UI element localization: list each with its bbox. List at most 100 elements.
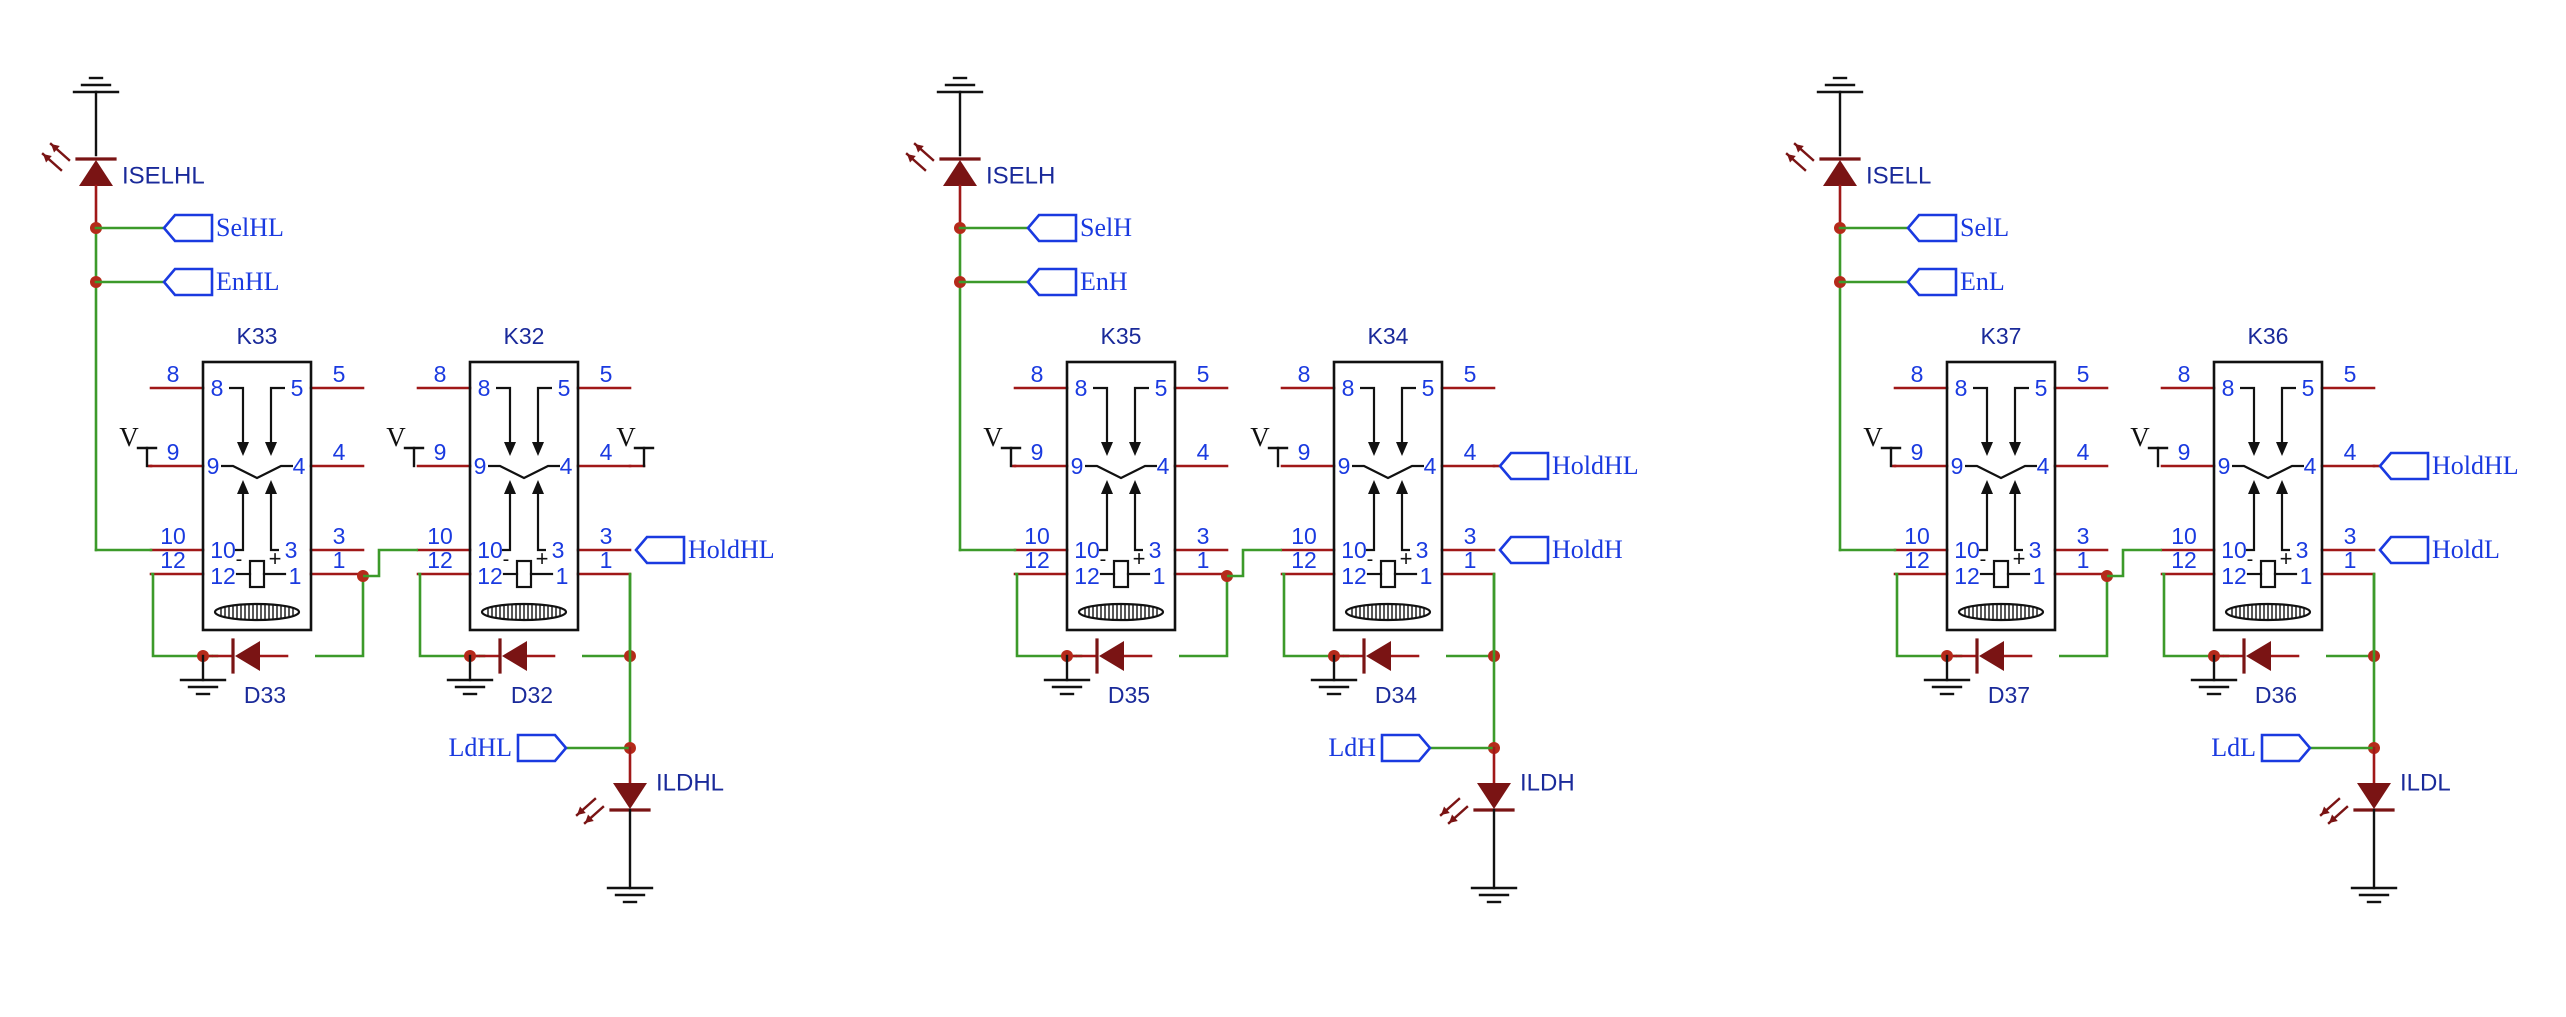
ground-icon (72, 76, 120, 157)
pin-number: 10 (427, 523, 453, 549)
relay-contact-arrow (504, 480, 516, 494)
pin-number-inner: 5 (558, 375, 571, 401)
relay-contact-arrow (265, 442, 277, 456)
coil-polarity: - (1980, 548, 1987, 570)
relay-contact-arrow (1129, 480, 1141, 494)
relay-contact (1093, 386, 1109, 452)
ground-icon (2190, 678, 2238, 696)
relay-coil (1379, 559, 1397, 589)
pin-number-inner: 8 (478, 375, 491, 401)
led-ray-head (1449, 814, 1458, 823)
coil-polarity: - (1367, 548, 1374, 570)
power-symbol-icon: V (2130, 422, 2169, 468)
ground-icon (936, 76, 984, 157)
wire (1015, 572, 1077, 658)
pin-number: 8 (1911, 361, 1924, 387)
pin-number-inner: 5 (1155, 375, 1168, 401)
pin-number: 1 (2077, 547, 2090, 573)
pin-number-inner: 8 (1955, 375, 1968, 401)
pin-number-inner: 10 (477, 537, 503, 563)
pin-number-inner: 5 (2035, 375, 2048, 401)
led-ray-head (577, 806, 586, 815)
led-ref: ISELH (986, 162, 1055, 189)
diode-loop: D35 (1015, 572, 1229, 708)
net-flag-shape (1906, 267, 1958, 297)
en-flag: EnH (1026, 267, 1128, 297)
pin-number-inner: 9 (1951, 453, 1964, 479)
pin-number-inner: 8 (1075, 375, 1088, 401)
diode-ref: D37 (1988, 682, 2030, 708)
wire (1446, 574, 1496, 658)
en-flag: EnHL (162, 267, 280, 297)
led-ref: ILDH (1520, 769, 1575, 796)
relay-coil (248, 559, 266, 589)
led-body (943, 160, 977, 186)
ground-icon (1923, 678, 1971, 696)
pin-number-inner: 12 (1074, 563, 1100, 589)
ground-icon (1816, 76, 1864, 157)
relay-contact (1366, 486, 1376, 552)
pin-number-inner: 1 (2033, 563, 2046, 589)
wire (2107, 548, 2162, 578)
power-label: V (386, 422, 406, 452)
ld-flag: LdL (2211, 733, 2312, 763)
wire (1227, 548, 1282, 578)
relay-coil (2259, 559, 2277, 589)
pin-number-inner: 1 (289, 563, 302, 589)
pin-number: 1 (1197, 547, 1210, 573)
pin-number: 1 (1464, 547, 1477, 573)
relay-contact (2280, 486, 2290, 552)
pin-number: 3 (600, 523, 613, 549)
coil-polarity: - (503, 548, 510, 570)
pin-number: 3 (1197, 523, 1210, 549)
relay-contact-arrow (504, 442, 516, 456)
diode-icon (205, 638, 289, 674)
pin-number-inner: 10 (2221, 537, 2247, 563)
net-flag-label: HoldHL (2432, 451, 2519, 480)
power-label: V (119, 422, 139, 452)
relay-contact (1360, 386, 1376, 452)
net-flag-label: SelH (1080, 213, 1132, 242)
pin-number-inner: 1 (556, 563, 569, 589)
relay-contact-arrow (2276, 480, 2288, 494)
led-ray-head (2329, 814, 2338, 823)
relay-body (2212, 360, 2324, 632)
pin-number: 12 (1904, 547, 1930, 573)
relay-ref: K36 (2248, 323, 2289, 349)
coil-polarity: + (2280, 546, 2293, 571)
diode-ref: D35 (1108, 682, 1150, 708)
diode-ref: D32 (511, 682, 553, 708)
ground-icon (1470, 886, 1518, 904)
pin-number: 9 (1298, 439, 1311, 465)
relay-ref: K34 (1368, 323, 1409, 349)
net-flag-label: SelHL (216, 213, 284, 242)
led-icon (905, 142, 981, 186)
coil-polarity: - (236, 548, 243, 570)
relay-contact (1973, 386, 1989, 452)
wire (418, 572, 480, 658)
relay-contact-arrow (532, 442, 544, 456)
diode-icon (1069, 638, 1153, 674)
coil-polarity: - (1100, 548, 1107, 570)
led-icon (2319, 783, 2395, 825)
led-ray-head (915, 144, 924, 153)
net-flag-label: HoldHL (688, 535, 775, 564)
relay-contact (1400, 386, 1416, 452)
net-flag-shape (1380, 733, 1432, 763)
net-flag-shape (1498, 451, 1550, 481)
pin-number-inner: 5 (1422, 375, 1435, 401)
relay-contact-arrow (2276, 442, 2288, 456)
pin-number-inner: 3 (1149, 537, 1162, 563)
led-ref: ISELL (1866, 162, 1931, 189)
pin-number-inner: 1 (1420, 563, 1433, 589)
diode-body (1366, 641, 1391, 671)
led-icon (41, 142, 117, 186)
pin-number: 5 (333, 361, 346, 387)
pin-number: 1 (600, 547, 613, 573)
pin-number-inner: 5 (291, 375, 304, 401)
pin-number-inner: 9 (1338, 453, 1351, 479)
pin-number-inner: 5 (2302, 375, 2315, 401)
